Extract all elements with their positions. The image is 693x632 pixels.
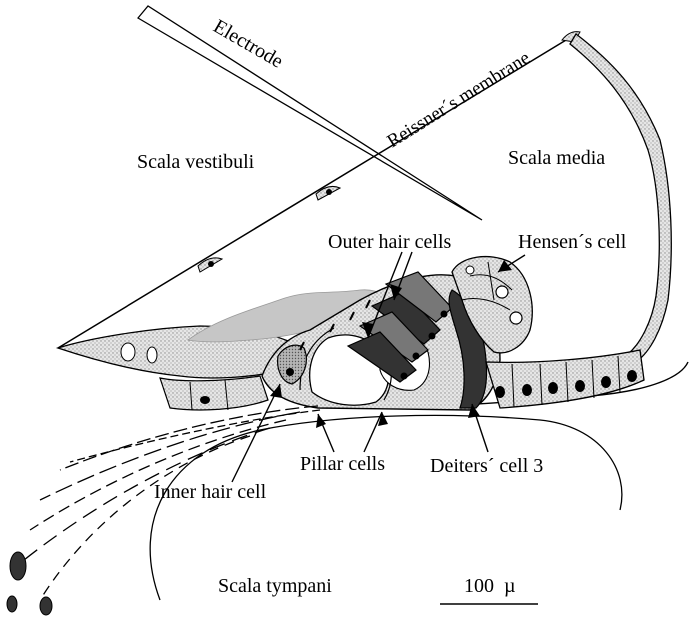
outer-hair-cells-label: Outer hair cells	[328, 231, 451, 253]
inner-hair-cell-label: Inner hair cell	[154, 481, 267, 503]
scala-vestibuli-label: Scala vestibuli	[137, 151, 255, 173]
limbus-vacuoles	[120, 342, 158, 364]
hensens-cells	[451, 255, 533, 354]
lateral-wall	[569, 33, 672, 363]
arrowheads	[270, 260, 512, 428]
ganglion-cells	[6, 551, 53, 616]
inner-sulcus-cells	[159, 375, 269, 411]
scala-tympani-label: Scala tympani	[218, 575, 332, 597]
inner-hair-cell-shape	[277, 344, 307, 385]
scale-bar-label: 100 µ	[464, 575, 516, 597]
scala-media-label: Scala media	[508, 147, 605, 169]
electrode	[137, 5, 483, 221]
scala-tympani-outline	[149, 414, 623, 601]
hensens-cell-label: Hensen´s cell	[518, 231, 627, 253]
tectorial-membrane	[187, 289, 385, 343]
claudius-cells	[485, 349, 645, 409]
outer-hair-cells-shapes	[299, 271, 453, 383]
reissners-membrane-label: Reissner´s membrane	[384, 47, 534, 152]
nerve-fibers	[23, 405, 321, 601]
reissners-membrane	[57, 33, 577, 349]
deiters-cell-3-label: Deiters´ cell 3	[430, 455, 543, 477]
pillar-cells-label: Pillar cells	[300, 453, 385, 475]
membrane-cells	[197, 31, 581, 273]
